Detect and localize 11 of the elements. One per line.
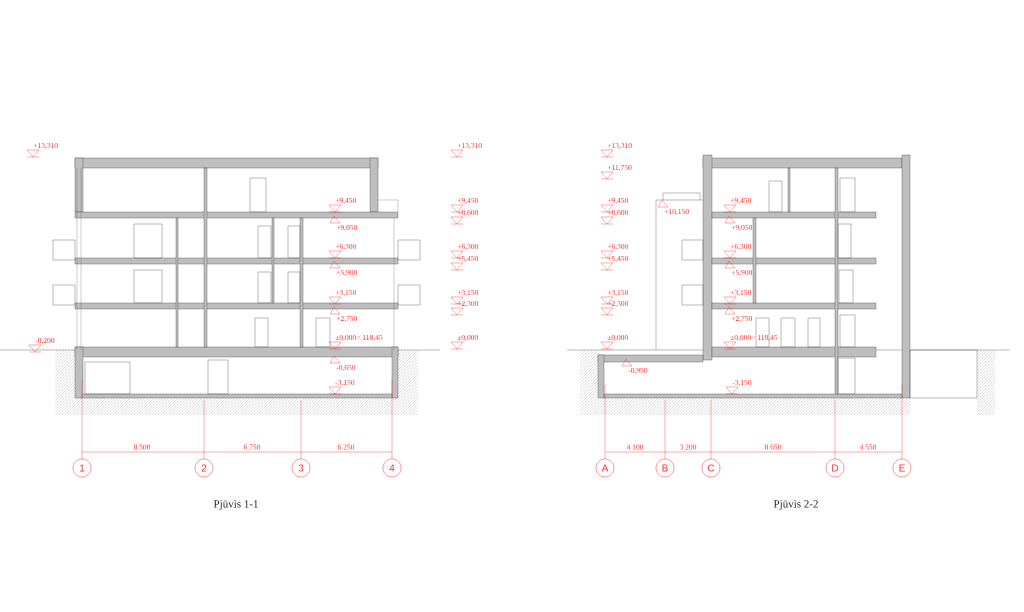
grid-axis-bubble: B [655, 458, 675, 478]
grid-axis-bubble: C [701, 458, 721, 478]
grid-axis-bubble: D [825, 458, 845, 478]
grid-axis-bubble: 2 [194, 458, 214, 478]
grid-axis-bubble: 1 [72, 458, 92, 478]
section-caption: Pjūvis 1-1 [213, 500, 258, 510]
grid-axis-bubble: 4 [382, 458, 402, 478]
grid-axis-bubble: E [892, 458, 912, 478]
section-caption: Pjūvis 2-2 [773, 500, 818, 510]
grid-axis-bubble: A [595, 458, 615, 478]
grid-axis-bubble: 3 [291, 458, 311, 478]
